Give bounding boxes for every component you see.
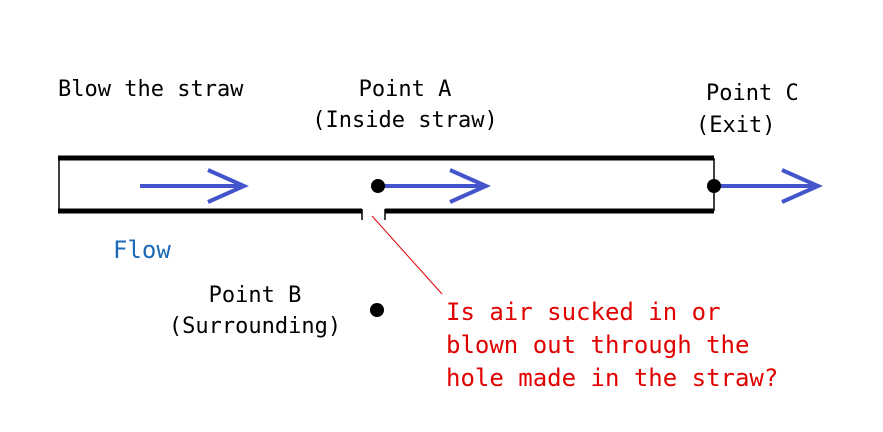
blow-label: Blow the straw — [58, 77, 244, 102]
flow-arrow-exit — [716, 168, 823, 204]
point-a-sublabel: (Inside straw) — [312, 108, 498, 133]
point-c-sublabel: (Exit) — [696, 113, 776, 138]
flow-label: Flow — [113, 236, 171, 264]
point-b-dot — [370, 303, 384, 317]
flow-arrow-left — [140, 168, 249, 204]
point-b-label: Point B — [208, 283, 302, 308]
point-b-sublabel: (Surrounding) — [168, 314, 342, 339]
question-text: Is air sucked in or blown out through th… — [446, 296, 778, 395]
point-a-label: Point A — [358, 77, 452, 102]
question-line-2: blown out through the — [446, 331, 750, 359]
question-line-1: Is air sucked in or — [446, 298, 721, 326]
point-c-label: Point C — [706, 81, 799, 106]
point-c-dot — [707, 179, 721, 193]
flow-arrow-middle — [380, 168, 491, 204]
point-a-dot — [371, 179, 385, 193]
question-pointer-line — [371, 215, 443, 295]
question-line-3: hole made in the straw? — [446, 364, 779, 392]
